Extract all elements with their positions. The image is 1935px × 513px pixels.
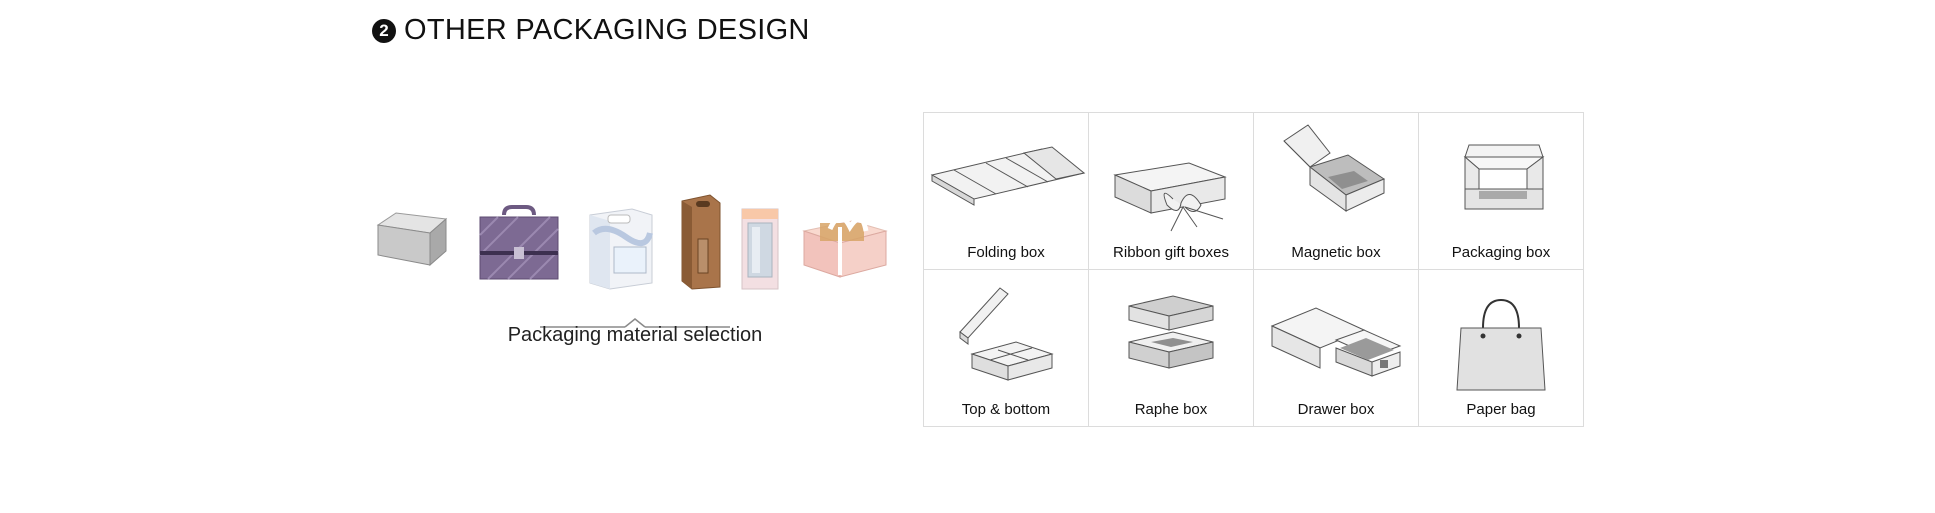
box-type-cell: Top & bottom — [924, 270, 1089, 427]
raphe-box-icon — [1128, 295, 1214, 369]
box-type-label: Top & bottom — [961, 401, 1051, 418]
box-type-cell: Raphe box — [1089, 270, 1254, 427]
material-samples — [360, 185, 905, 295]
box-type-label: Drawer box — [1297, 401, 1375, 418]
box-types-grid: Folding box Ribbon gift boxes Magnetic b… — [923, 112, 1584, 427]
folding-box-icon — [930, 146, 1086, 206]
box-type-label: Packaging box — [1451, 244, 1551, 261]
box-type-label: Paper bag — [1466, 401, 1536, 418]
drawer-box-icon — [1270, 307, 1402, 377]
box-type-label: Magnetic box — [1291, 244, 1381, 261]
box-type-cell: Paper bag — [1419, 270, 1584, 427]
clear-window-tube-box-image — [741, 208, 779, 290]
paper-bag-icon — [1456, 298, 1546, 391]
kraft-window-bag-image — [681, 194, 721, 290]
top-bottom-box-icon — [959, 287, 1054, 381]
selection-bracket — [540, 318, 730, 328]
box-type-label: Ribbon gift boxes — [1113, 244, 1229, 261]
box-type-cell: Folding box — [924, 113, 1089, 270]
material-selection-label: Packaging material selection — [507, 324, 763, 346]
box-type-cell: Magnetic box — [1254, 113, 1419, 270]
tin-box-image — [376, 212, 448, 267]
purple-suitcase-box-image — [479, 205, 559, 280]
box-type-cell: Packaging box — [1419, 113, 1584, 270]
ribbon-gift-box-icon — [1113, 162, 1227, 232]
magnetic-box-icon — [1283, 124, 1386, 212]
box-type-cell: Ribbon gift boxes — [1089, 113, 1254, 270]
box-type-label: Raphe box — [1134, 401, 1208, 418]
section-number-badge: 2 — [372, 18, 396, 43]
box-type-cell: Drawer box — [1254, 270, 1419, 427]
box-type-label: Folding box — [967, 244, 1045, 261]
ribbon-pastry-box-image — [802, 215, 888, 278]
section-header: 2 OTHER PACKAGING DESIGN — [372, 14, 810, 47]
packaging-box-icon — [1463, 144, 1545, 210]
section-title: OTHER PACKAGING DESIGN — [404, 14, 810, 46]
window-handle-box-image — [589, 208, 653, 290]
